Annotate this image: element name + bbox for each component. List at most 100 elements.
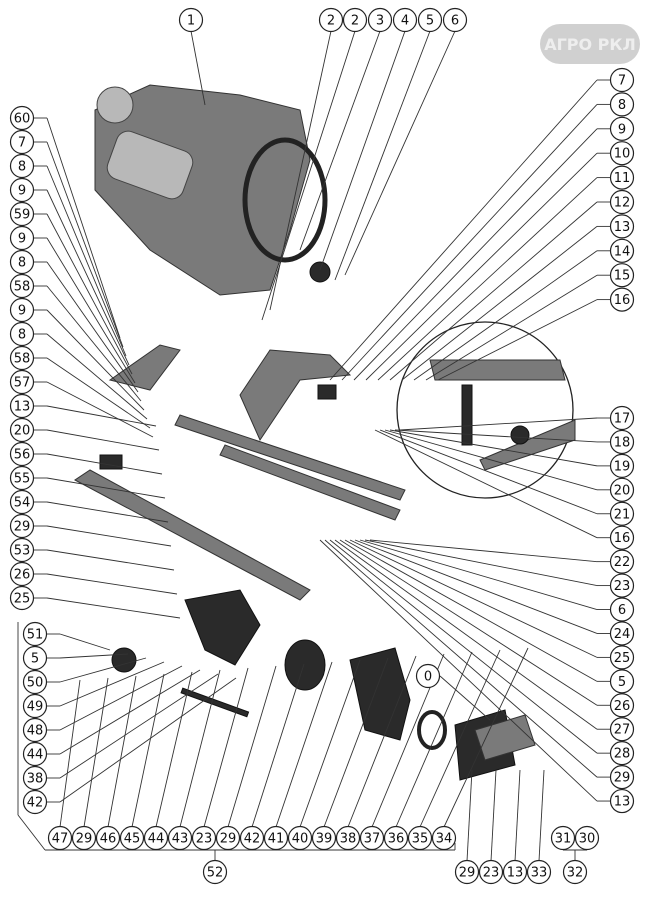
callout-42: 42: [239, 825, 265, 851]
leader-line: [425, 274, 598, 381]
callout-circle: [407, 825, 433, 851]
callout-50: 50: [22, 669, 48, 695]
leader-line: [323, 657, 389, 828]
callout-number: 35: [412, 832, 429, 847]
leader-line: [394, 429, 598, 443]
leader-line: [46, 285, 142, 402]
leader-line: [299, 659, 361, 828]
callout-circle: [9, 393, 35, 419]
callout-number: 10: [614, 147, 631, 162]
leader-line: [329, 79, 598, 381]
leader-line: [334, 539, 598, 730]
callout-16: 16: [609, 525, 635, 550]
leader-line: [538, 769, 545, 862]
callout-8: 8: [9, 249, 35, 275]
callout-0: 0: [415, 663, 441, 689]
leader-line: [401, 226, 598, 381]
callout-60: 60: [9, 105, 35, 131]
leader-line: [344, 30, 456, 276]
callout-22: 22: [609, 549, 635, 574]
callout-number: 11: [614, 171, 631, 186]
callout-number: 29: [76, 832, 93, 847]
leader-line: [46, 165, 127, 357]
callout-circle: [9, 513, 35, 539]
callout-circle: [95, 825, 121, 851]
callout-circle: [609, 621, 635, 646]
callout-number: 8: [18, 328, 26, 343]
callout-17: 17: [609, 405, 635, 431]
callout-number: 8: [18, 160, 26, 175]
leader-line: [227, 665, 277, 828]
callout-7: 7: [609, 67, 635, 93]
callout-24: 24: [609, 621, 635, 646]
callout-circle: [22, 645, 48, 671]
callout-number: 17: [614, 412, 631, 427]
leader-line: [364, 539, 598, 587]
callout-circle: [609, 263, 635, 288]
callout-circle: [609, 573, 635, 598]
callout-7: 7: [9, 129, 35, 155]
callout-number: 58: [14, 352, 31, 367]
callout-27: 27: [609, 717, 635, 742]
callout-circle: [287, 825, 313, 851]
callout-number: 20: [614, 483, 631, 498]
callout-circle: [9, 321, 35, 347]
callout-number: 53: [14, 544, 31, 559]
callout-40: 40: [287, 825, 313, 851]
callout-19: 19: [609, 453, 635, 478]
callout-number: 23: [614, 579, 631, 594]
leader-line: [514, 769, 521, 862]
leader-line: [354, 539, 598, 634]
callout-55: 55: [9, 465, 35, 491]
callout-13: 13: [9, 393, 35, 419]
callout-number: 14: [614, 244, 631, 259]
callout-41: 41: [263, 825, 289, 851]
callout-circle: [119, 825, 145, 851]
callout-14: 14: [609, 238, 635, 263]
callout-56: 56: [9, 441, 35, 467]
callout-20: 20: [609, 477, 635, 502]
leader-line: [275, 661, 333, 828]
leader-line: [190, 30, 206, 106]
callout-circle: [342, 7, 368, 33]
callout-15: 15: [609, 263, 635, 288]
callout-12: 12: [609, 189, 635, 215]
callout-circle: [609, 189, 635, 215]
callout-number: 16: [614, 531, 631, 546]
leader-line: [107, 675, 137, 828]
callout-circle: [47, 825, 73, 851]
leader-line: [46, 237, 136, 384]
callout-45: 45: [119, 825, 145, 851]
callout-number: 23: [483, 866, 500, 881]
callout-circle: [202, 859, 228, 885]
callout-number: 9: [618, 122, 626, 137]
callout-25: 25: [9, 585, 35, 611]
leader-line: [334, 30, 431, 281]
callout-21: 21: [609, 501, 635, 526]
callout-number: 48: [27, 724, 44, 739]
leader-line: [46, 477, 166, 499]
callout-number: 19: [614, 459, 631, 474]
callout-number: 24: [614, 627, 631, 642]
leader-line: [59, 633, 111, 651]
callout-28: 28: [609, 741, 635, 766]
callout-circle: [415, 663, 441, 689]
callout-number: 1: [187, 14, 195, 29]
leader-line: [353, 128, 598, 381]
callout-6: 6: [609, 597, 635, 622]
callout-18: 18: [609, 429, 635, 455]
callout-number: 8: [618, 98, 626, 113]
leader-line: [203, 667, 249, 828]
callout-number: 57: [14, 376, 31, 391]
callout-circle: [9, 177, 35, 203]
callout-number: 16: [614, 293, 631, 308]
leader-line: [349, 539, 598, 658]
leader-line: [46, 189, 130, 366]
callout-46: 46: [95, 825, 121, 851]
leader-line: [59, 653, 129, 659]
leader-line: [374, 429, 598, 539]
callout-6: 6: [442, 7, 468, 33]
leader-line: [59, 669, 201, 755]
callout-circle: [359, 825, 385, 851]
